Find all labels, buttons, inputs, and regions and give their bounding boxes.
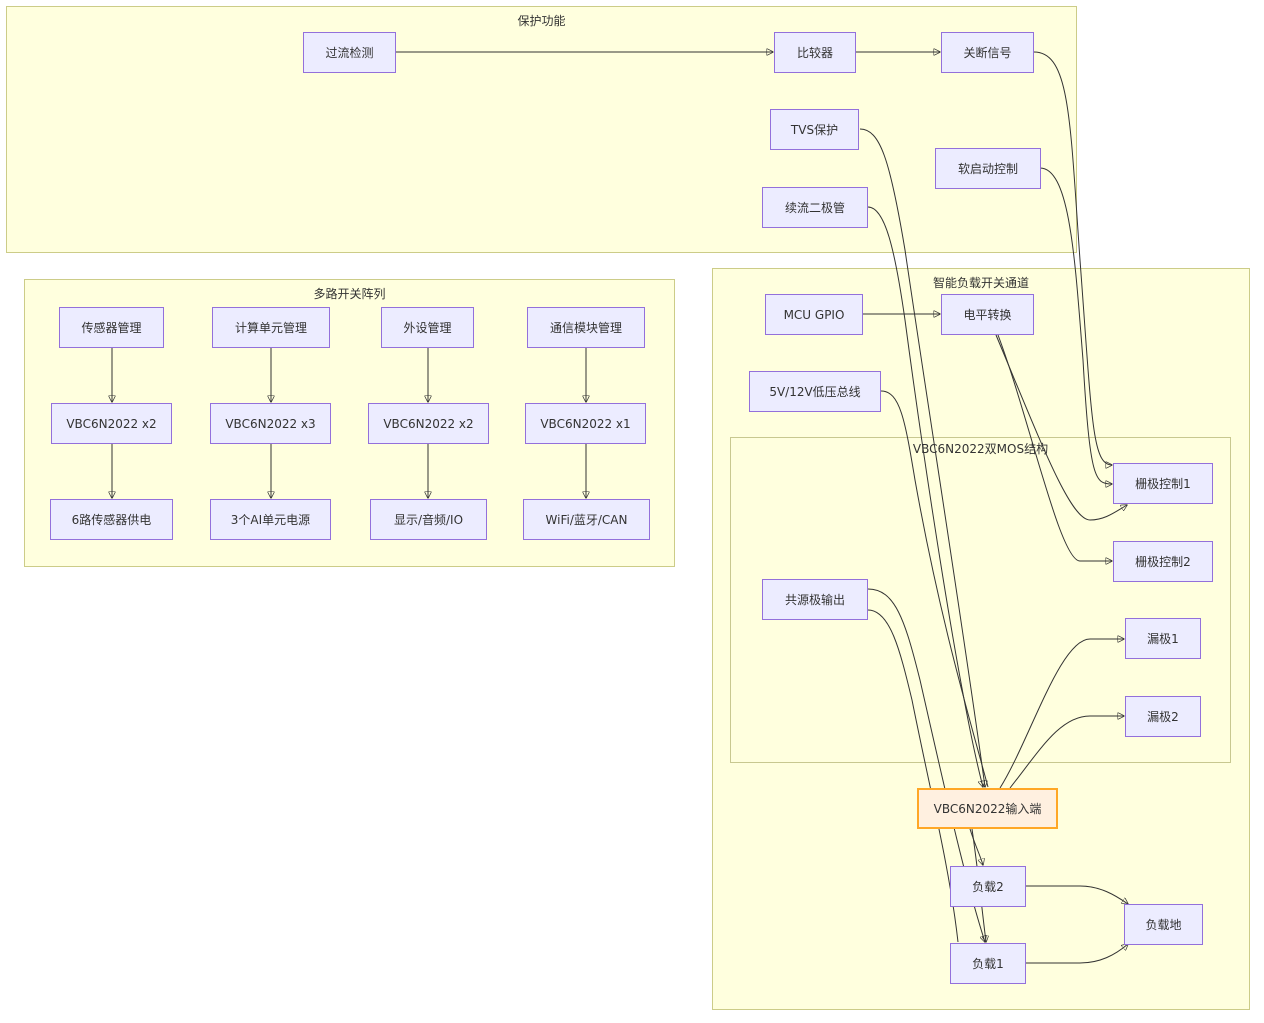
node-tvs[interactable]: TVS保护 — [770, 109, 859, 150]
node-sensor-mgmt[interactable]: 传感器管理 — [59, 307, 164, 348]
cluster-title-protection: 保护功能 — [517, 14, 566, 28]
node-level-shift[interactable]: 电平转换 — [941, 294, 1034, 335]
node-ai-power[interactable]: 3个AI单元电源 — [210, 499, 331, 540]
node-wifi-can[interactable]: WiFi/蓝牙/CAN — [523, 499, 650, 540]
node-vbc-x1[interactable]: VBC6N2022 x1 — [525, 403, 646, 444]
node-comm-mgmt[interactable]: 通信模块管理 — [527, 307, 645, 348]
node-vbc-x3[interactable]: VBC6N2022 x3 — [210, 403, 331, 444]
node-shutdown[interactable]: 关断信号 — [941, 32, 1034, 73]
node-mcu-gpio[interactable]: MCU GPIO — [765, 294, 863, 335]
cluster-title-smart-channel: 智能负载开关通道 — [932, 276, 1029, 290]
node-gate2[interactable]: 栅极控制2 — [1113, 541, 1213, 582]
cluster-protection: 保护功能 — [6, 6, 1077, 253]
node-compute-mgmt[interactable]: 计算单元管理 — [212, 307, 330, 348]
node-load1[interactable]: 负载1 — [950, 943, 1026, 984]
node-overcurrent[interactable]: 过流检测 — [303, 32, 396, 73]
node-gate1[interactable]: 栅极控制1 — [1113, 463, 1213, 504]
node-drain2[interactable]: 漏极2 — [1125, 696, 1201, 737]
node-soft-start[interactable]: 软启动控制 — [935, 148, 1041, 189]
node-freewheel[interactable]: 续流二极管 — [762, 187, 868, 228]
node-lv-bus[interactable]: 5V/12V低压总线 — [749, 371, 881, 412]
node-load-gnd[interactable]: 负载地 — [1124, 904, 1203, 945]
node-vbc-x2-periph[interactable]: VBC6N2022 x2 — [368, 403, 489, 444]
node-load2[interactable]: 负载2 — [950, 866, 1026, 907]
node-display-io[interactable]: 显示/音频/IO — [370, 499, 487, 540]
cluster-title-multi-switch: 多路开关阵列 — [313, 287, 386, 301]
node-periph-mgmt[interactable]: 外设管理 — [381, 307, 474, 348]
node-vbc-x2-sensor[interactable]: VBC6N2022 x2 — [51, 403, 172, 444]
node-drain1[interactable]: 漏极1 — [1125, 618, 1201, 659]
node-comparator[interactable]: 比较器 — [774, 32, 856, 73]
node-common-source[interactable]: 共源极输出 — [762, 579, 868, 620]
node-sensor-power[interactable]: 6路传感器供电 — [50, 499, 173, 540]
cluster-title-dual-mos: VBC6N2022双MOS结构 — [912, 442, 1049, 456]
node-vbc-input[interactable]: VBC6N2022输入端 — [917, 788, 1058, 829]
